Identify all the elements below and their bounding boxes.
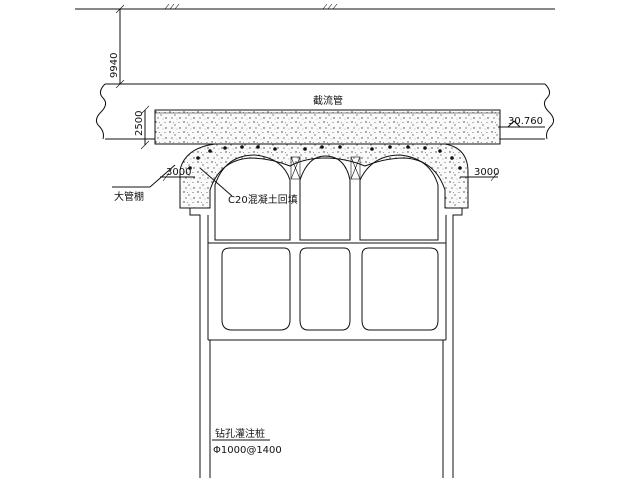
elevation-marker [498, 120, 545, 128]
elevation-label: 30.760 [508, 116, 543, 127]
left-width-label: 3000 [166, 167, 191, 178]
concrete-layer [154, 109, 501, 145]
lower-cells [208, 242, 446, 341]
right-width-label: 3000 [474, 167, 499, 178]
pipe-canopy-dots [188, 145, 462, 170]
upper-arch-cells [214, 154, 439, 241]
canopy-label: 大管棚 [114, 190, 144, 203]
layer-dimension-line [140, 105, 150, 150]
pipe-label: 截流管 [313, 94, 343, 107]
backfill-label: C20混凝土回填 [228, 193, 298, 206]
outer-walls [189, 207, 463, 478]
left-width-dimension [160, 172, 195, 182]
pile-spec-label: Φ1000@1400 [213, 445, 282, 456]
layer-dimension-label: 2500 [134, 111, 145, 136]
pile-label: 钻孔灌注桩 [215, 427, 265, 440]
bored-piles [209, 340, 444, 478]
canopy-leader [112, 164, 176, 188]
top-dimension-label: 9940 [109, 53, 120, 78]
backfill-leader [199, 167, 233, 197]
right-width-dimension [460, 172, 498, 182]
ground-surface [75, 3, 555, 10]
crown-backfill [179, 143, 469, 209]
